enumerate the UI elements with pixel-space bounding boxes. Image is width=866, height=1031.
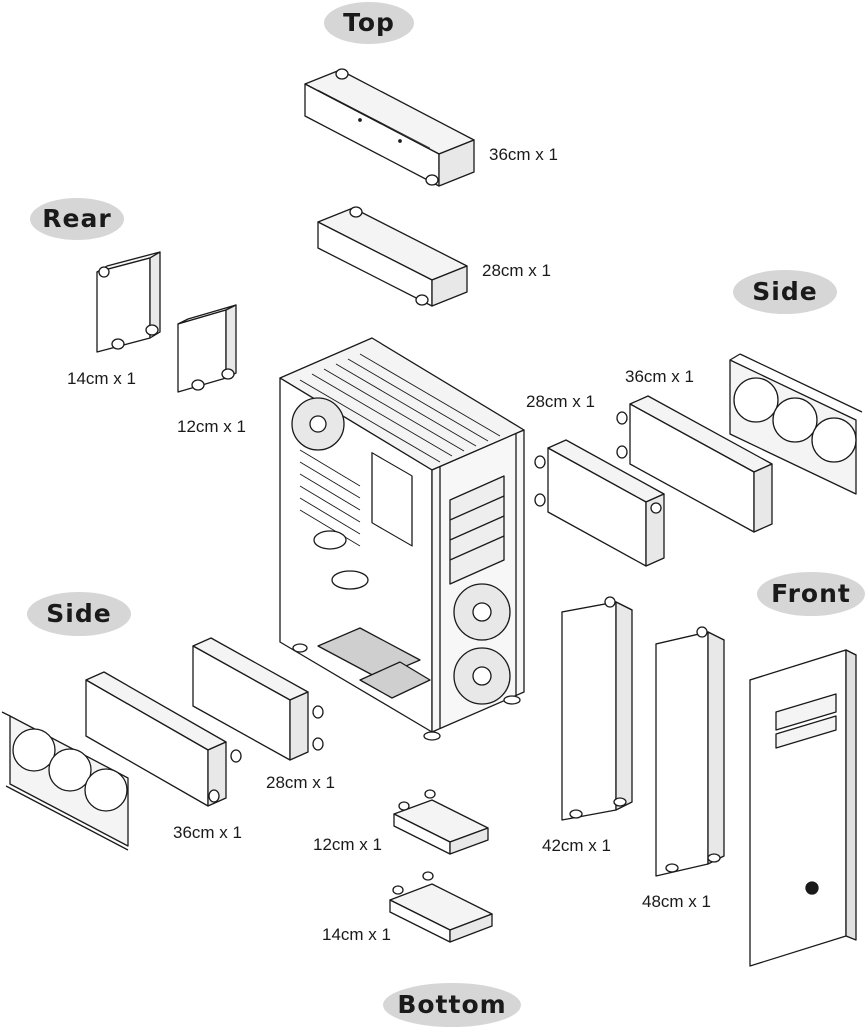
- radiator-top-28: [317, 206, 468, 307]
- fan-bracket-right-side: [729, 353, 863, 495]
- label-bottom: Bottom: [383, 983, 521, 1027]
- dim-side-right-36: 36cm x 1: [625, 367, 694, 386]
- radiator-side-left-36: [85, 671, 242, 807]
- label-rear: Rear: [30, 198, 124, 240]
- label-side-left: Side: [27, 592, 131, 636]
- dim-side-right-28: 28cm x 1: [526, 392, 595, 411]
- dim-side-left-36: 36cm x 1: [173, 823, 242, 842]
- radiator-front-42: [561, 596, 633, 821]
- dim-bottom-14: 14cm x 1: [322, 925, 391, 944]
- radiator-bottom-14: [389, 871, 493, 943]
- radiator-rear-12: [177, 304, 237, 393]
- front-panel: [749, 649, 857, 967]
- dim-rear-14: 14cm x 1: [67, 369, 136, 388]
- dim-rear-12: 12cm x 1: [177, 417, 246, 436]
- label-top: Top: [324, 2, 414, 44]
- pc-case: [279, 337, 525, 741]
- radiator-side-right-28: [534, 439, 665, 567]
- dim-top-28: 28cm x 1: [482, 261, 551, 280]
- label-front: Front: [757, 572, 865, 616]
- fan-bracket-left-side: [1, 711, 129, 851]
- radiator-side-left-28: [192, 637, 324, 761]
- radiator-bottom-12: [393, 789, 489, 855]
- dim-side-left-28: 28cm x 1: [266, 773, 335, 792]
- radiator-rear-14: [96, 251, 161, 353]
- dim-bottom-12: 12cm x 1: [313, 835, 382, 854]
- label-side-right: Side: [733, 270, 837, 314]
- radiator-top-36: [304, 68, 475, 187]
- dim-top-36: 36cm x 1: [489, 145, 558, 164]
- dim-front-48: 48cm x 1: [642, 892, 711, 911]
- dim-front-42: 42cm x 1: [542, 836, 611, 855]
- radiator-front-48: [655, 626, 725, 877]
- radiator-side-right-36: [616, 395, 773, 533]
